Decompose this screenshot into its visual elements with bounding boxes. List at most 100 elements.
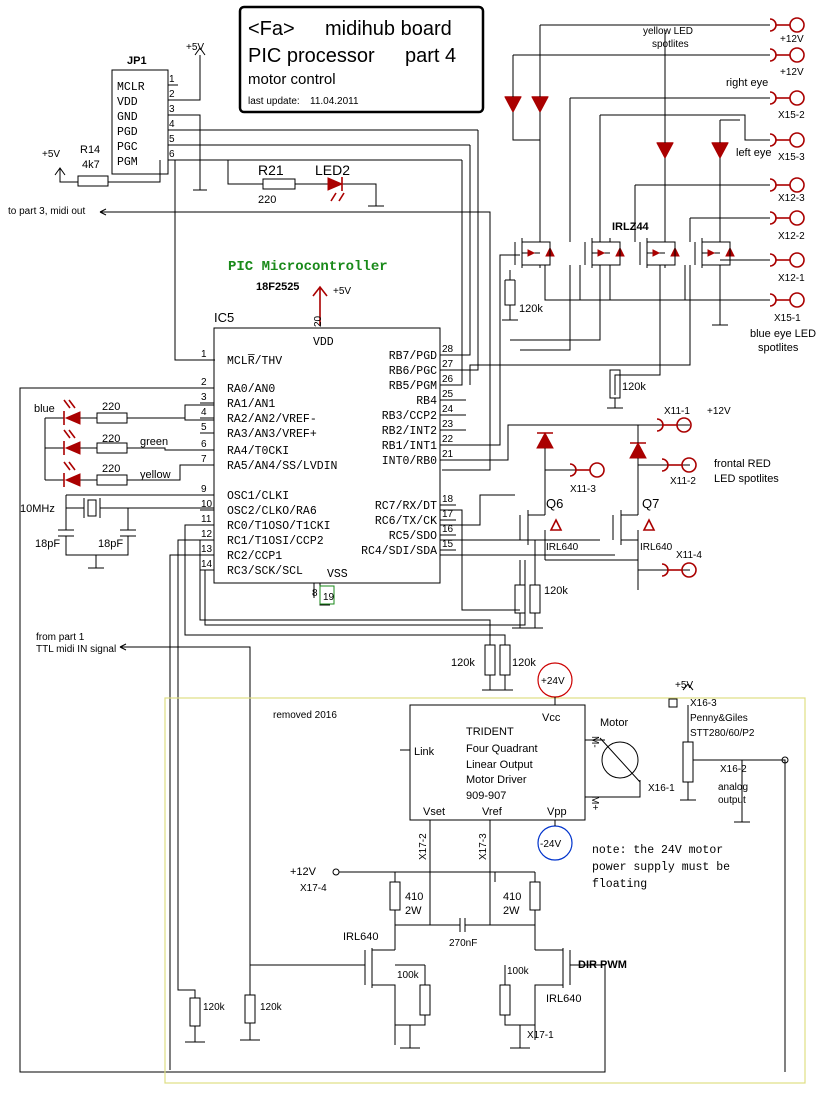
r410a: 410 bbox=[405, 891, 423, 903]
spot-connector-ring bbox=[789, 17, 805, 33]
q6-type: IRL640 bbox=[546, 542, 579, 553]
position-pot: +5V X16-3 Penny&Giles STT280/60/P2 X16-2… bbox=[668, 680, 789, 1072]
mcu-body bbox=[213, 327, 441, 584]
jp1-num: 2 bbox=[169, 89, 175, 100]
midi-in-l1: from part 1 bbox=[36, 632, 85, 643]
mcu-pin-label: RB3/CCP2 bbox=[382, 410, 437, 423]
mcu-pin-label: RA5/AN4/SS/LVDIN bbox=[227, 460, 337, 473]
mcu-pin-label: RC3/SCK/SCL bbox=[227, 565, 303, 578]
jp1-pin: PGD bbox=[117, 126, 138, 139]
cap-label: 270nF bbox=[449, 938, 477, 949]
mcu-left-pins: 1MCLR̅/THV2RA0/AN03RA1/AN14RA2/AN2/VREF-… bbox=[200, 349, 337, 578]
mcu-pin-label: OSC2/CLKO/RA6 bbox=[227, 505, 317, 518]
r410b: 410 bbox=[503, 891, 521, 903]
bottom-driver: +12V X17-4 410 2W 410 2W 270nF IRL640 IR… bbox=[185, 860, 627, 1049]
frontal-red-section: X11-1 +12V X11-3 X11-2 frontal RED LED s… bbox=[451, 406, 779, 691]
jp1-pin: GND bbox=[117, 111, 138, 124]
driver-mplus: M+ bbox=[589, 796, 600, 810]
mcu-vdd: VDD bbox=[313, 336, 334, 349]
q7-label: Q7 bbox=[642, 496, 659, 511]
jp1-header: JP1 MCLR VDD GND PGD PGC PGM 1 2 3 4 5 6… bbox=[111, 42, 478, 361]
jp1-num: 4 bbox=[169, 119, 175, 130]
title-name: midihub board bbox=[325, 18, 452, 40]
x172-label: X17-2 bbox=[418, 833, 429, 860]
blue-eye-l1: blue eye LED bbox=[750, 328, 816, 340]
conn-label: X12-2 bbox=[778, 231, 805, 242]
midi-out-line: to part 3, midi out bbox=[8, 206, 491, 471]
mcu-pin-label: RB6/PGC bbox=[389, 365, 437, 378]
front-connector-ring bbox=[681, 457, 697, 473]
jp1-body bbox=[111, 69, 169, 175]
front-connector-ring bbox=[681, 562, 697, 578]
r120a: 120k bbox=[203, 1002, 226, 1013]
mcu-pin-label: RC1/T1OSI/CCP2 bbox=[227, 535, 324, 548]
conn-label: X12-3 bbox=[778, 193, 805, 204]
irl-right: IRL640 bbox=[546, 993, 581, 1005]
mcu-pin-number: 4 bbox=[201, 407, 207, 418]
mcu-vdd-pin: 20 bbox=[313, 315, 324, 327]
driver-vref: Vref bbox=[482, 806, 503, 818]
pot-brand: Penny&Giles bbox=[690, 713, 748, 724]
front-r1: 120k bbox=[544, 585, 568, 597]
spotlight-section: yellow LED spotlites right eye left eye … bbox=[469, 17, 816, 409]
mcu-pin-number: 18 bbox=[442, 494, 454, 505]
right-eye-label: right eye bbox=[726, 77, 768, 89]
mcu-vss-pin: 8 bbox=[312, 588, 318, 599]
driver-line: TRIDENT bbox=[466, 726, 514, 738]
spot-connector bbox=[769, 253, 777, 267]
irl-left: IRL640 bbox=[343, 931, 378, 943]
r21-value: 220 bbox=[258, 194, 276, 206]
mcu-pin-number: 17 bbox=[442, 509, 454, 520]
mcu-pin-label: INT0/RB0 bbox=[382, 455, 437, 468]
title-update-date: 11.04.2011 bbox=[310, 96, 359, 107]
blue-eye-l2: spotlites bbox=[758, 342, 799, 354]
minus24-label: -24V bbox=[540, 839, 561, 850]
motor-label: Motor bbox=[600, 717, 628, 729]
mcu-pin-label: RC6/TX/CK bbox=[375, 515, 437, 528]
crystal-oscillator: 10MHz 18pF 18pF bbox=[20, 494, 214, 569]
x111-label: X11-1 bbox=[664, 406, 690, 417]
led-green-r: 220 bbox=[102, 433, 120, 445]
x163-label: X16-3 bbox=[690, 698, 717, 709]
conn-label: X12-1 bbox=[778, 273, 805, 284]
driver-link: Link bbox=[414, 746, 435, 758]
front-connector-ring bbox=[589, 462, 605, 478]
jp1-num: 3 bbox=[169, 104, 175, 115]
spot-connector bbox=[769, 48, 777, 62]
r14-ref: R14 bbox=[80, 144, 100, 156]
mcu-pin-number: 5 bbox=[201, 422, 207, 433]
mcu-pin-number: 15 bbox=[442, 539, 454, 550]
mcu-supply: +5V bbox=[333, 286, 351, 297]
mcu-heading: PIC Microcontroller bbox=[228, 259, 388, 275]
conn-label: X15-1 bbox=[774, 313, 801, 324]
title-line2b: part 4 bbox=[405, 45, 456, 67]
front-r4: 120k bbox=[512, 657, 536, 669]
mcu-pin-label: RB5/PGM bbox=[389, 380, 437, 393]
mcu-pin-number: 28 bbox=[442, 344, 454, 355]
midi-in-l2: TTL midi IN signal bbox=[36, 644, 116, 655]
mcu-pin-number: 2 bbox=[201, 377, 207, 388]
mcu-pin-label: RA0/AN0 bbox=[227, 383, 275, 396]
spot-connector-ring bbox=[789, 292, 805, 308]
led-blue-label: blue bbox=[34, 403, 55, 415]
r120b: 120k bbox=[260, 1002, 283, 1013]
jp1-num: 5 bbox=[169, 134, 175, 145]
mcu-pin-label: OSC1/CLKI bbox=[227, 490, 289, 503]
pot-out2: output bbox=[718, 795, 746, 806]
x171-label: X17-1 bbox=[527, 1030, 554, 1041]
mcu-ref: IC5 bbox=[214, 310, 234, 325]
front-label2: LED spotlites bbox=[714, 473, 779, 485]
led2-ref: LED2 bbox=[315, 162, 350, 178]
driver-line: Four Quadrant bbox=[466, 743, 538, 755]
led-green-label: green bbox=[140, 436, 168, 448]
mcu-pin-number: 16 bbox=[442, 524, 454, 535]
mcu-pin-number: 12 bbox=[201, 529, 213, 540]
mcu-pin-number: 9 bbox=[201, 484, 207, 495]
r100a: 100k bbox=[397, 970, 420, 981]
mcu-pin-number: 25 bbox=[442, 389, 454, 400]
spot-connector-ring bbox=[789, 47, 805, 63]
x113-label: X11-3 bbox=[570, 484, 596, 495]
motor-driver-section: removed 2016 +24V -24V Vcc Link TRIDENT … bbox=[273, 662, 730, 891]
mcu-pin-label: RA4/T0CKI bbox=[227, 445, 289, 458]
led-yellow-r: 220 bbox=[102, 463, 120, 475]
